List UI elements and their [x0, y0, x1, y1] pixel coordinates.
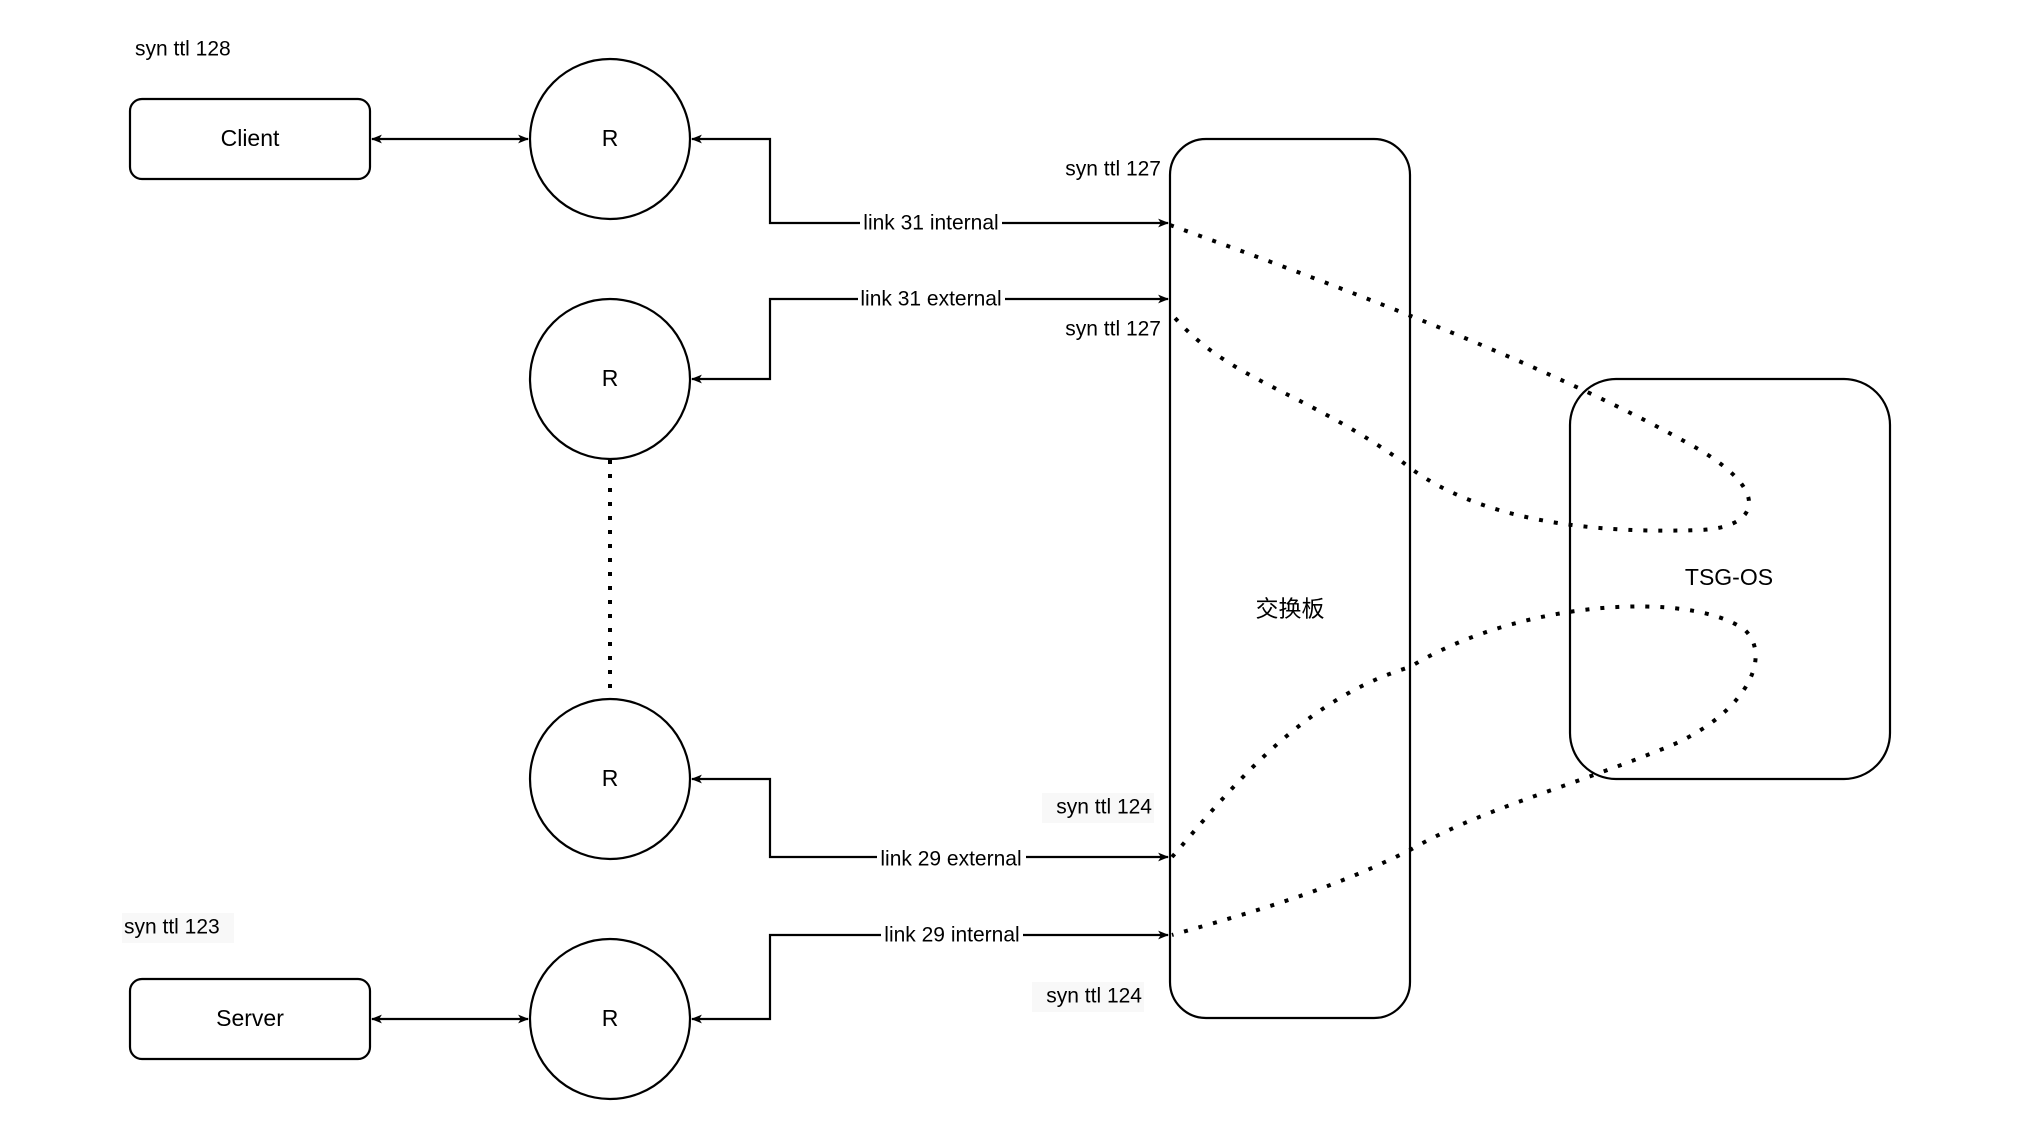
- server-ttl-annotation: syn ttl 123: [124, 916, 220, 939]
- tsg-os-node[interactable]: TSG-OS: [1568, 377, 1892, 781]
- router-2-shape[interactable]: [528, 297, 692, 461]
- server-node[interactable]: Server: [128, 977, 372, 1061]
- router-1-label: R: [602, 125, 619, 151]
- router-4-shape[interactable]: [528, 937, 692, 1101]
- client-node[interactable]: Client: [128, 97, 372, 181]
- traffic-flows: [1169, 223, 1758, 937]
- switch-board-label: 交换板: [1256, 597, 1325, 623]
- server-label: Server: [216, 1005, 284, 1031]
- link-29-internal-label: link 29 internal: [884, 924, 1019, 947]
- link-31-external-label: link 31 external: [860, 288, 1001, 311]
- link-31-external-ttl-annotation: syn ttl 127: [1065, 318, 1161, 341]
- link-29-external-ttl-background: [1042, 793, 1154, 823]
- link-31-internal-ttl-annotation: syn ttl 127: [1065, 158, 1161, 181]
- client-shape[interactable]: [128, 97, 372, 181]
- link-31-internal-label: link 31 internal: [863, 212, 998, 235]
- link-29-external-label-bg: [877, 844, 1026, 870]
- router-2-label: R: [602, 365, 619, 391]
- switch-board-shape[interactable]: [1168, 137, 1412, 1020]
- link-31-external-label-bg: [858, 286, 1005, 312]
- tsg-os-label: TSG-OS: [1685, 564, 1773, 590]
- link-29-internal-ttl-background: [1032, 982, 1144, 1012]
- tsg-os-shape[interactable]: [1568, 377, 1892, 781]
- flow-link-29-loop: [1170, 604, 1758, 937]
- router-3-label: R: [602, 765, 619, 791]
- link-29-internal-ttl-annotation: syn ttl 124: [1046, 985, 1142, 1008]
- link-29-external-label: link 29 external: [880, 848, 1021, 871]
- client-ttl-annotation: syn ttl 128: [135, 38, 231, 61]
- client-label: Client: [221, 125, 280, 151]
- router-1[interactable]: R: [528, 57, 692, 221]
- link-29-external-ttl-annotation: syn ttl 124: [1056, 796, 1152, 819]
- router-4[interactable]: R: [528, 937, 692, 1101]
- switch-board[interactable]: 交换板: [1168, 137, 1412, 1020]
- router-3[interactable]: R: [528, 697, 692, 861]
- router-2[interactable]: R: [528, 297, 692, 461]
- server-shape[interactable]: [128, 977, 372, 1061]
- router-1-shape[interactable]: [528, 57, 692, 221]
- link-29-internal-label-bg: [881, 922, 1023, 948]
- link-31-internal-label-bg: [860, 210, 1002, 236]
- server-ttl-background: [122, 913, 234, 943]
- router-4-label: R: [602, 1005, 619, 1031]
- flow-link-31-loop: [1169, 223, 1751, 533]
